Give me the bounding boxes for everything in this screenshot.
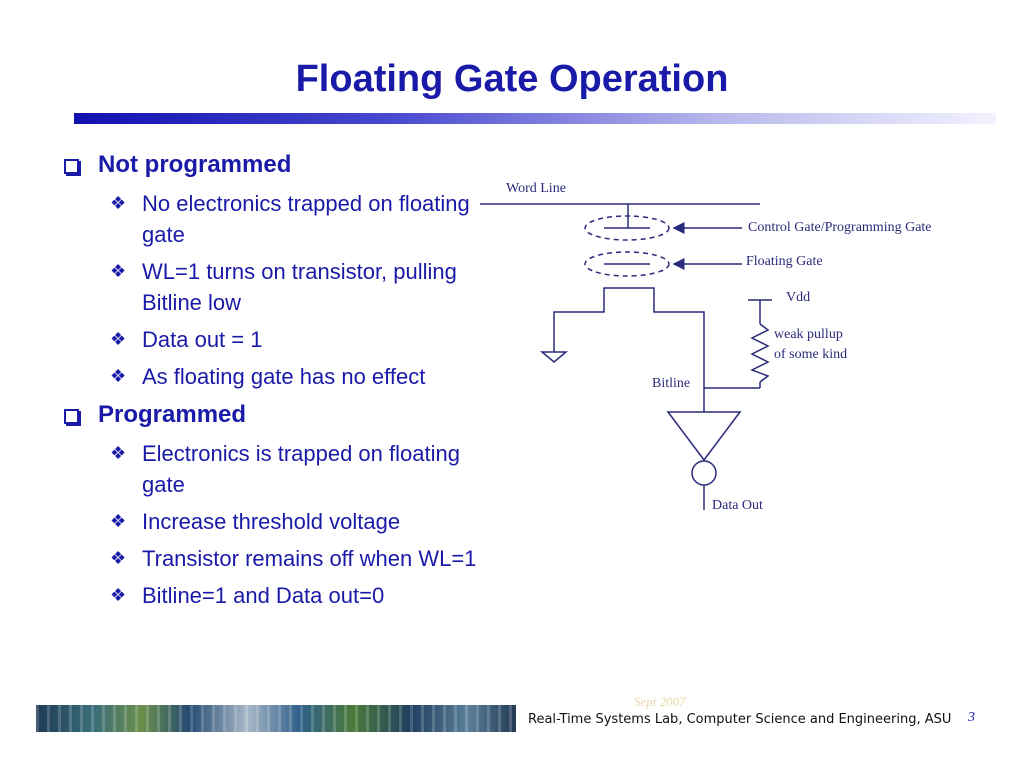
- pullup-label-line-1: weak pullup: [774, 327, 843, 342]
- diamond-bullet-icon: ❖: [110, 193, 127, 213]
- list-item: ❖ WL=1 turns on transistor, pulling Bitl…: [58, 256, 488, 318]
- diamond-bullet-icon: ❖: [110, 261, 127, 281]
- bitline-label: Bitline: [652, 376, 690, 391]
- list-item: ❖ No electronics trapped on floating gat…: [58, 188, 488, 250]
- pullup-resistor: [750, 323, 770, 383]
- title-divider: [74, 113, 996, 124]
- slide-title: Floating Gate Operation: [295, 58, 729, 100]
- word-line-label: Word Line: [506, 181, 566, 196]
- list-item: ❖ Increase threshold voltage: [58, 506, 488, 537]
- footer-lab-name: Real-Time Systems Lab, Computer Science …: [528, 712, 952, 727]
- data-out-label: Data Out: [712, 498, 763, 513]
- floating-gate-label: Floating Gate: [746, 254, 823, 269]
- page-number: 3: [968, 710, 975, 725]
- section-heading-not-programmed: Not programmed: [58, 148, 488, 182]
- footer-date: Sept 2007: [634, 694, 686, 709]
- section-heading-programmed: Programmed: [58, 398, 488, 432]
- diamond-bullet-icon: ❖: [110, 548, 127, 568]
- inverter-bubble: [691, 460, 717, 486]
- diamond-bullet-icon: ❖: [110, 366, 127, 386]
- control-gate-outline: [584, 215, 670, 241]
- diamond-bullet-icon: ❖: [110, 443, 127, 463]
- list-item: ❖ Electronics is trapped on floating gat…: [58, 438, 488, 500]
- bullet-list: Not programmed ❖ No electronics trapped …: [58, 148, 488, 617]
- inverter-triangle: [666, 411, 742, 462]
- control-gate-label: Control Gate/Programming Gate: [748, 220, 932, 235]
- diamond-bullet-icon: ❖: [110, 511, 127, 531]
- transistor-channel: [553, 287, 705, 382]
- list-item: ❖ As floating gate has no effect: [58, 361, 488, 392]
- diamond-bullet-icon: ❖: [110, 585, 127, 605]
- ground-symbol: [539, 351, 569, 363]
- pullup-label-line-2: of some kind: [774, 347, 847, 362]
- floating-gate-circuit-diagram: Word Line Control Gate/Programming Gate …: [480, 181, 932, 513]
- diamond-bullet-icon: ❖: [110, 329, 127, 349]
- list-item: ❖ Transistor remains off when WL=1: [58, 543, 488, 574]
- square-bullet-icon: [64, 159, 79, 174]
- list-item: ❖ Bitline=1 and Data out=0: [58, 580, 488, 611]
- square-bullet-icon: [64, 409, 79, 424]
- vdd-label: Vdd: [786, 290, 810, 305]
- floating-gate-outline: [584, 251, 670, 277]
- footer-image-strip: [36, 705, 516, 732]
- list-item: ❖ Data out = 1: [58, 324, 488, 355]
